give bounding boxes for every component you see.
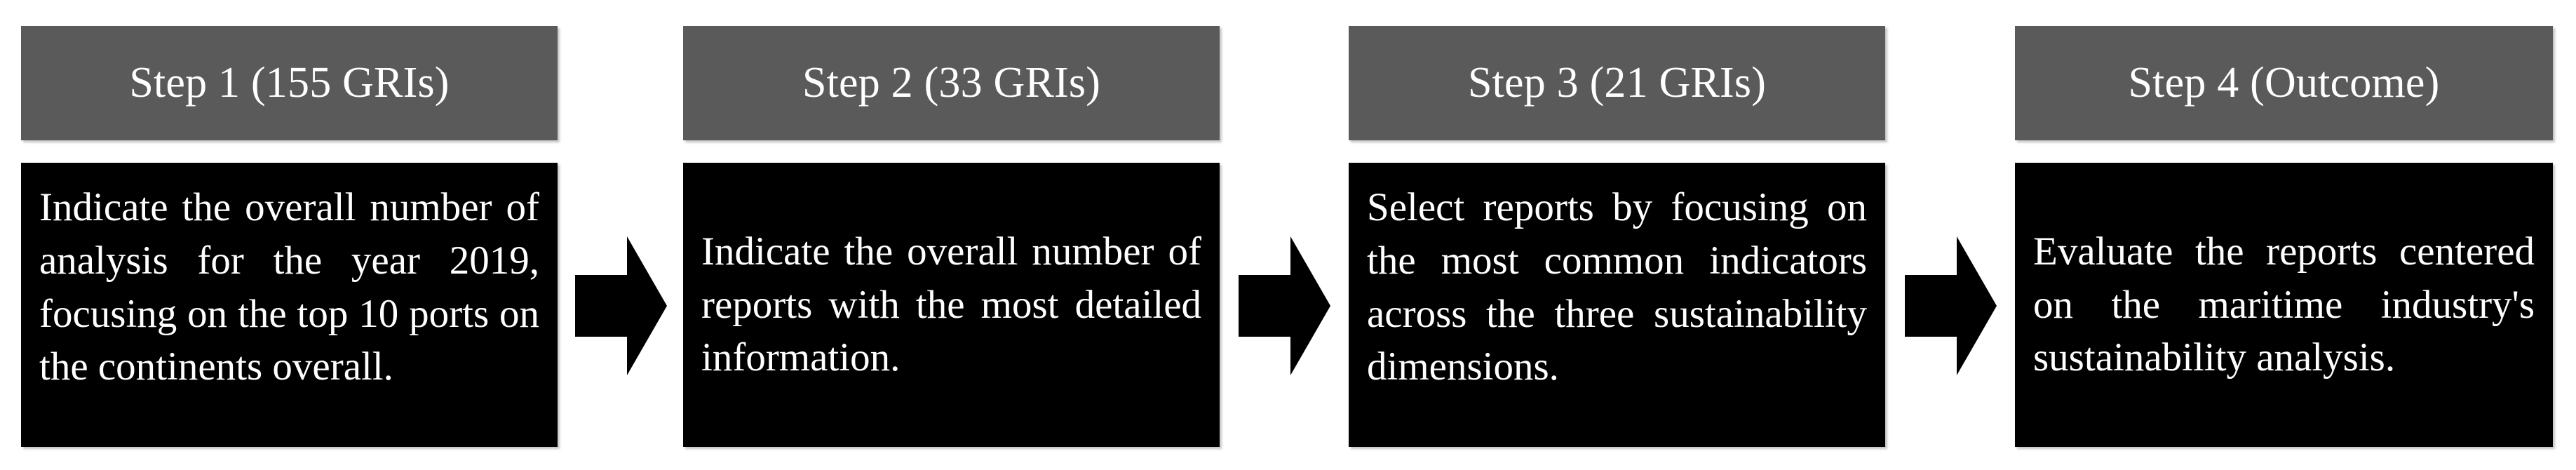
step-1-header: Step 1 (155 GRIs) xyxy=(21,26,558,140)
step-4-header-label: Step 4 (Outcome) xyxy=(2128,58,2440,107)
step-2-header-label: Step 2 (33 GRIs) xyxy=(802,58,1101,107)
step-4-body: Evaluate the reports centered on the mar… xyxy=(2015,163,2553,447)
step-4-header: Step 4 (Outcome) xyxy=(2015,26,2553,140)
step-2-header: Step 2 (33 GRIs) xyxy=(683,26,1220,140)
step-2-body-text: Indicate the overall number of reports w… xyxy=(701,229,1201,380)
step-1-header-label: Step 1 (155 GRIs) xyxy=(129,58,450,107)
step-4-body-text: Evaluate the reports centered on the mar… xyxy=(2033,229,2535,380)
step-1-body: Indicate the overall number of analysis … xyxy=(21,163,558,447)
right-arrow-icon xyxy=(1239,236,1330,375)
step-1: Step 1 (155 GRIs) Indicate the overall n… xyxy=(21,26,558,447)
right-arrow-icon xyxy=(575,236,667,375)
arrow-2-3 xyxy=(1239,236,1330,375)
step-3-header: Step 3 (21 GRIs) xyxy=(1349,26,1885,140)
step-3-header-label: Step 3 (21 GRIs) xyxy=(1467,58,1767,107)
step-3: Step 3 (21 GRIs) Select reports by focus… xyxy=(1349,26,1885,447)
step-3-body: Select reports by focusing on the most c… xyxy=(1349,163,1885,447)
step-1-body-text: Indicate the overall number of analysis … xyxy=(39,185,539,389)
step-3-body-text: Select reports by focusing on the most c… xyxy=(1367,185,1867,389)
step-4: Step 4 (Outcome) Evaluate the reports ce… xyxy=(2015,26,2553,447)
arrow-1-2 xyxy=(575,236,667,375)
right-arrow-icon xyxy=(1905,236,1997,375)
arrow-3-4 xyxy=(1905,236,1997,375)
step-2: Step 2 (33 GRIs) Indicate the overall nu… xyxy=(683,26,1220,447)
step-2-body: Indicate the overall number of reports w… xyxy=(683,163,1220,447)
